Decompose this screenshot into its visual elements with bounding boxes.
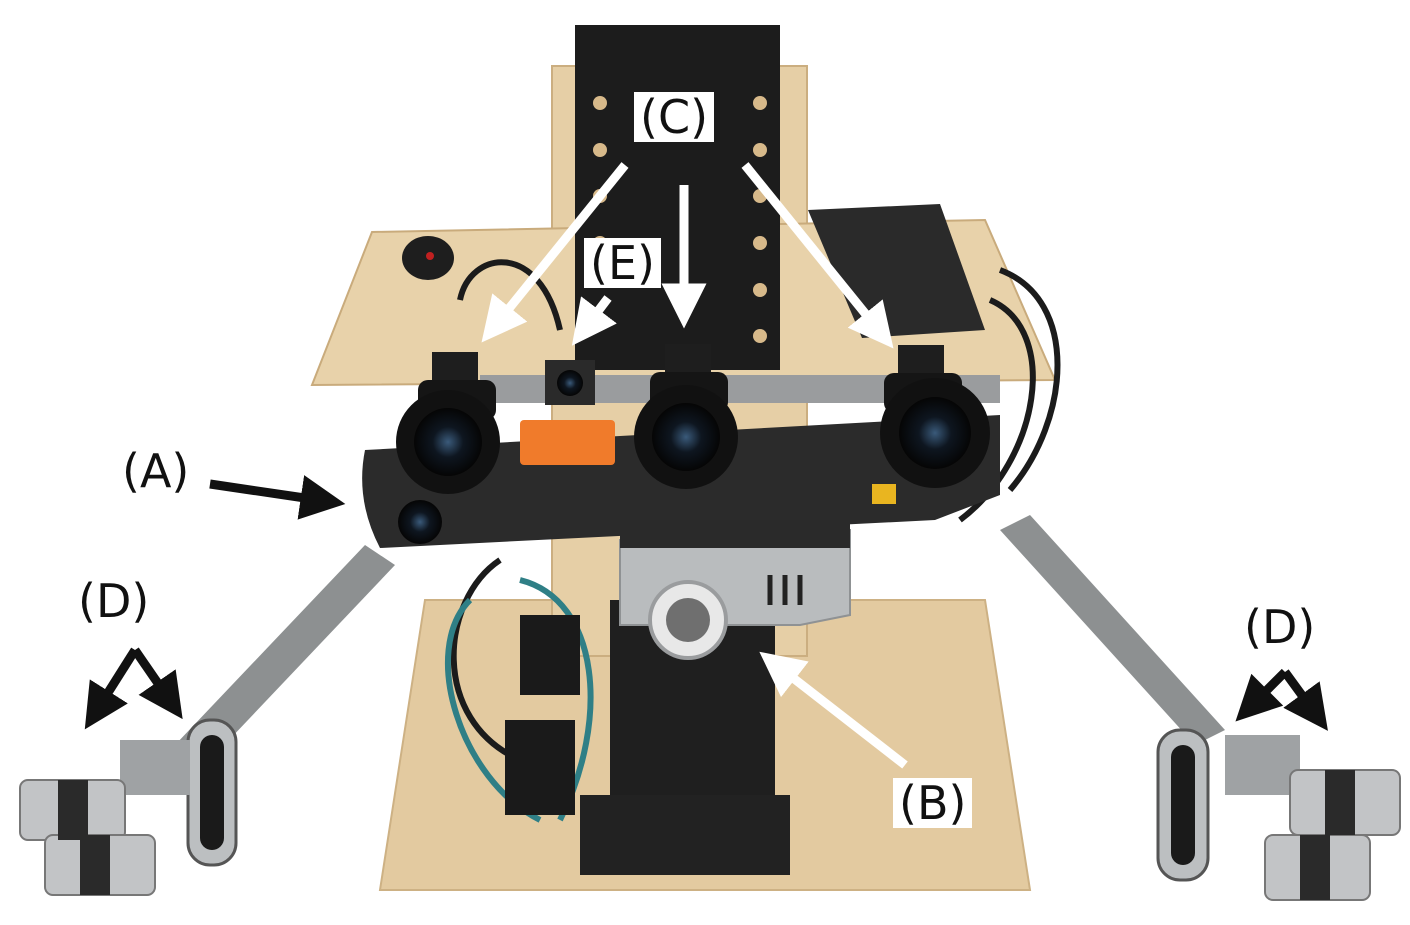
arrow-d-right-split — [1235, 668, 1289, 722]
depth-sensor-lens — [666, 598, 710, 642]
arrow-a-to-bar — [209, 475, 346, 520]
label-c: (C) — [634, 92, 715, 142]
camera-c-middle — [634, 344, 738, 489]
power-brick-2 — [505, 720, 575, 815]
arrow-d-left-split-2 — [131, 647, 183, 720]
depth-sensor-top — [620, 520, 850, 548]
camera-c-right — [880, 345, 990, 488]
arrow-c-to-right-camera — [741, 162, 894, 349]
annotation-arrows-white — [481, 162, 908, 769]
right-aluminium-arm — [1000, 515, 1225, 745]
bar-warning-sticker — [872, 484, 896, 504]
tracker-bar-end-lens — [398, 500, 442, 544]
small-camera-e-lens — [557, 370, 583, 396]
right-depth-camera-pair — [1156, 728, 1401, 901]
left-depth-camera-pair — [19, 718, 238, 896]
arrow-b-to-sensor — [759, 651, 908, 769]
mounting-plate-holes — [593, 96, 767, 343]
label-e: (E) — [584, 238, 661, 288]
left-aluminium-arm — [175, 545, 395, 760]
label-d-left: (D) — [78, 574, 150, 628]
arrow-e-to-small-camera — [571, 295, 617, 346]
annotation-arrows-black — [84, 475, 1328, 731]
power-brick-1 — [520, 615, 580, 695]
camera-c-left — [396, 352, 500, 494]
arrow-d-left-split — [84, 647, 139, 730]
mount-base-plate — [580, 795, 790, 875]
arrow-d-right-split-2 — [1281, 669, 1328, 731]
mouse-button-red — [426, 252, 434, 260]
sensor-vent-slots — [767, 575, 803, 605]
label-b: (B) — [893, 778, 973, 828]
orange-spirit-level — [520, 420, 615, 465]
label-d-right: (D) — [1244, 600, 1316, 654]
label-a: (A) — [122, 444, 190, 498]
arrow-c-to-left-camera — [481, 162, 629, 343]
